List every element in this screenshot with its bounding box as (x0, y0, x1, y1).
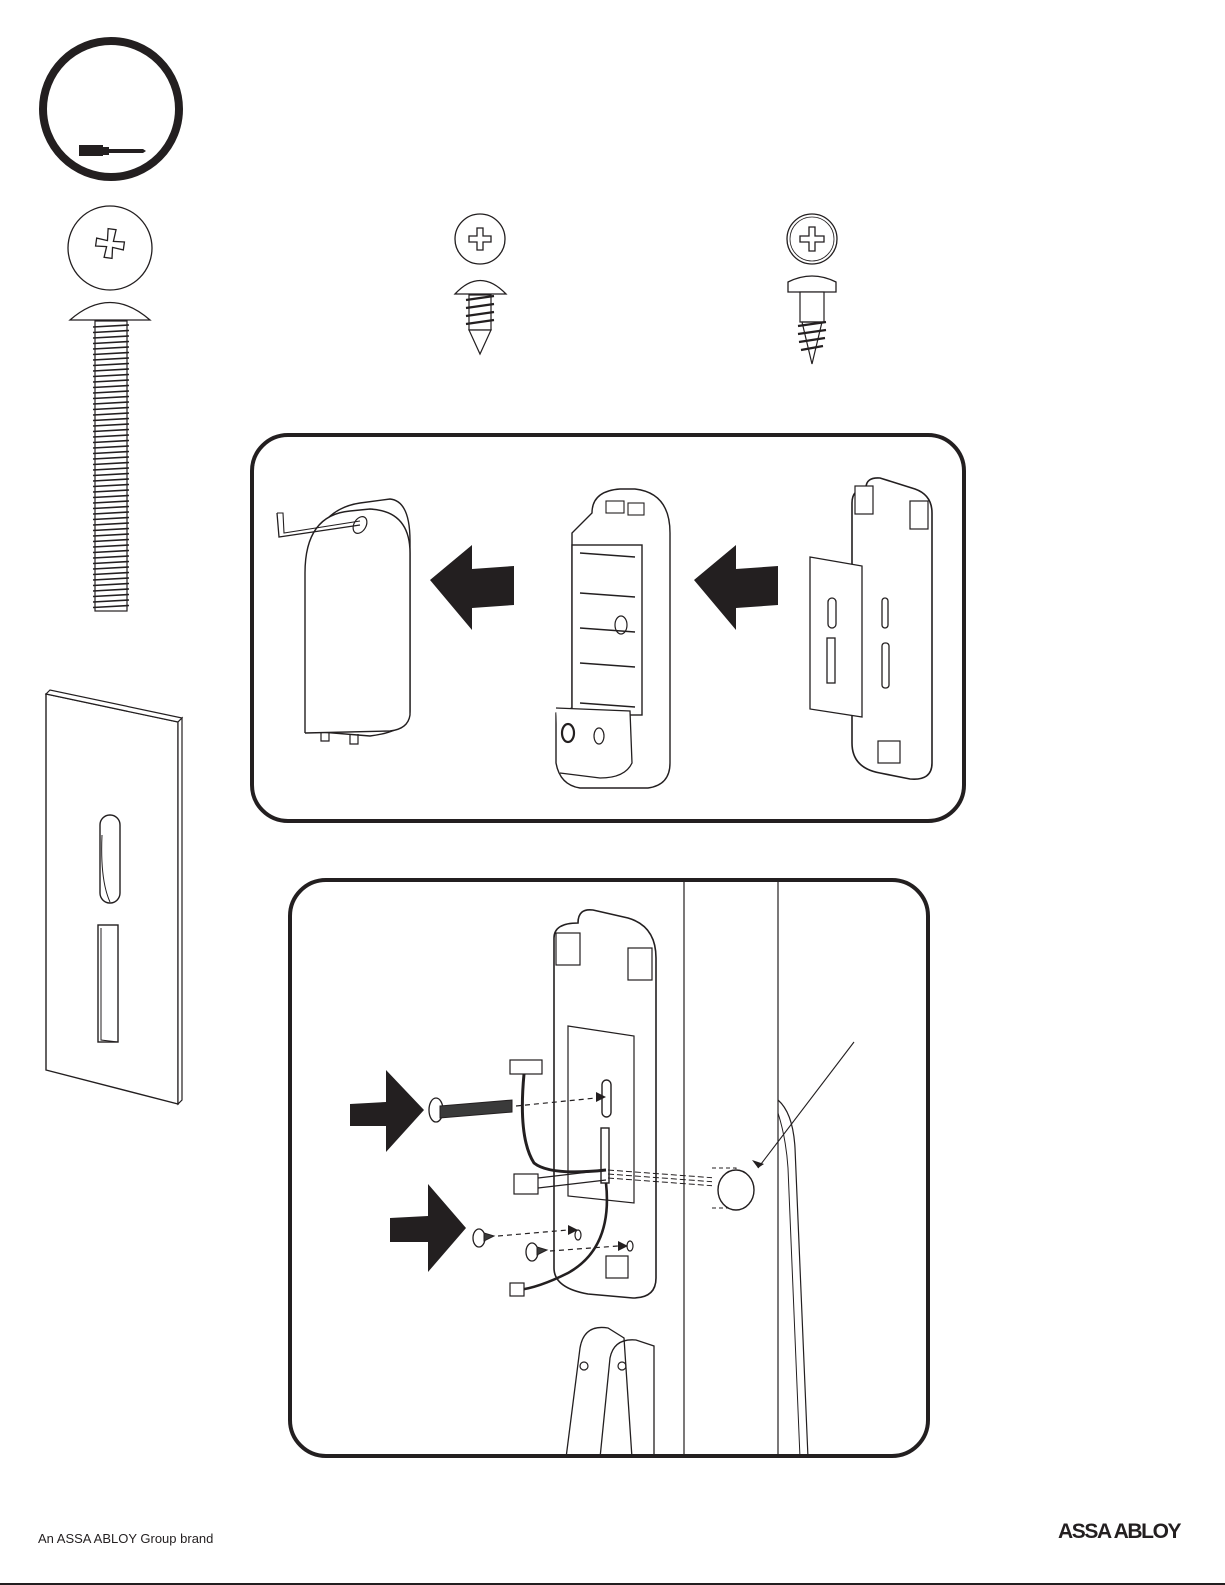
grommet (712, 1042, 854, 1210)
brand-logo: ASSA ABLOY (1058, 1520, 1180, 1544)
phillips-head-top-view-icon (787, 214, 837, 264)
connector-icon (510, 1283, 524, 1296)
phillips-head-top-view-icon (68, 206, 152, 290)
step-badge (36, 36, 186, 186)
mounting-panel (288, 878, 930, 1458)
escutcheon-body (556, 489, 670, 788)
tapping-screw-illustration (452, 212, 512, 362)
arrow-left-icon (694, 545, 778, 630)
oval-slot (100, 815, 120, 903)
mounting-plate (554, 910, 656, 1298)
long-bolt-illustration (60, 205, 170, 615)
disassembly-panel (250, 433, 966, 823)
arrow-left-icon (430, 545, 514, 630)
screwdriver-icon (79, 145, 146, 156)
connector-icon (514, 1174, 538, 1194)
screw-side-view (455, 281, 506, 355)
mounting-plate-with-spacer (810, 478, 932, 779)
screw-side-view (788, 276, 836, 364)
cover-with-hex-key (277, 499, 410, 744)
arrow-right-icon (390, 1184, 466, 1272)
connector-icon (510, 1060, 542, 1074)
spacer-plate-illustration (40, 680, 190, 1110)
callout-line (758, 1042, 854, 1168)
step-circle (43, 41, 179, 177)
arrow-right-icon (350, 1070, 424, 1152)
phillips-head-top-view-icon (455, 214, 505, 264)
lower-escutcheon-partial (566, 1327, 654, 1458)
wood-screw-illustration (784, 212, 844, 372)
bolt-side-view (70, 303, 150, 612)
footer-tagline: An ASSA ABLOY Group brand (38, 1531, 213, 1546)
